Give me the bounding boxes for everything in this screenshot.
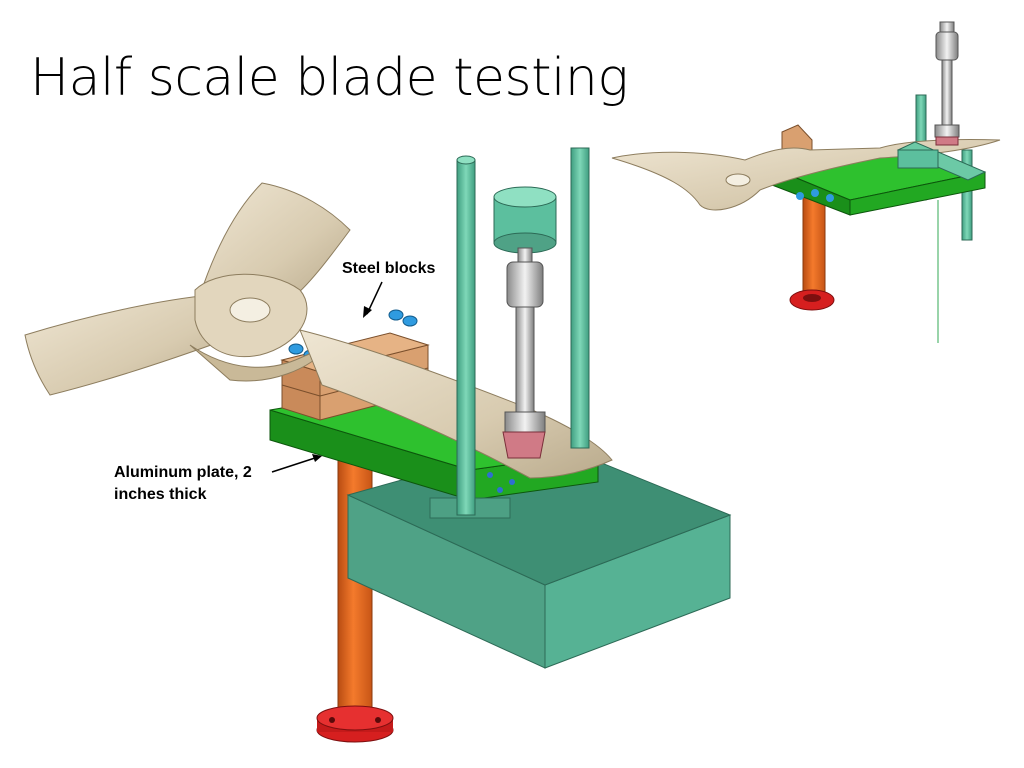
load-actuator xyxy=(493,186,557,459)
aluminum-plate-label-line1: Aluminum plate, 2 xyxy=(114,464,252,481)
assembly-overview xyxy=(611,21,1001,343)
guide-rods xyxy=(456,147,590,516)
slide-title: Half scale blade testing xyxy=(30,48,629,108)
red-base-flange xyxy=(316,705,394,743)
aluminum-plate-label: Aluminum plate, 2 inches thick xyxy=(114,462,294,505)
aluminum-plate-label-line2: inches thick xyxy=(114,485,207,503)
steel-blocks-label: Steel blocks xyxy=(342,260,436,277)
callout-arrows xyxy=(271,281,383,473)
